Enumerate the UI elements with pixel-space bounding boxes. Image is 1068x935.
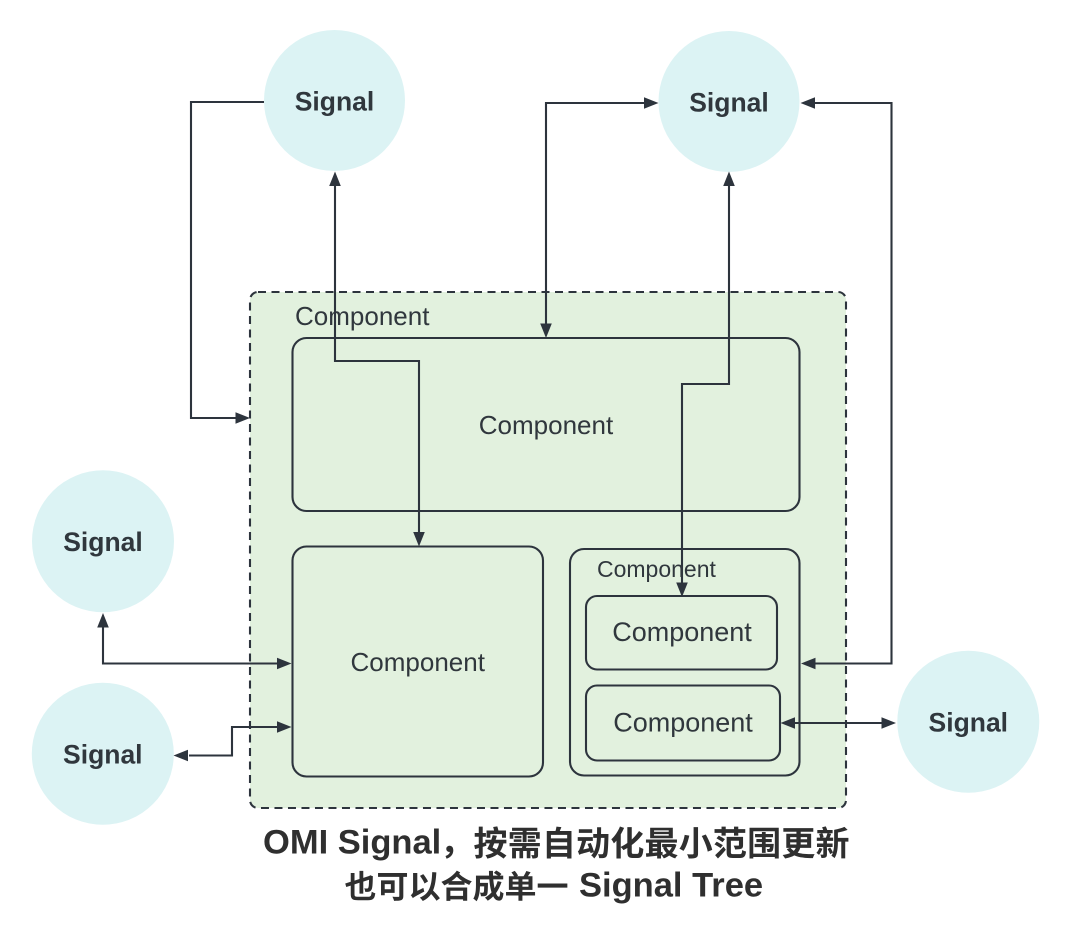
svg-text:Signal: Signal — [63, 740, 143, 770]
svg-text:Signal: Signal — [295, 86, 375, 116]
svg-text:Component: Component — [351, 647, 486, 677]
svg-text:Signal Tree: Signal Tree — [579, 867, 763, 905]
svg-text:Component: Component — [613, 708, 753, 738]
svg-text:Component: Component — [612, 617, 752, 647]
svg-text:Signal: Signal — [689, 87, 769, 117]
svg-text:Component: Component — [597, 556, 717, 582]
svg-text:OMI Signal: OMI Signal — [263, 824, 441, 862]
svg-text:Signal: Signal — [63, 527, 143, 557]
svg-text:Signal: Signal — [929, 708, 1009, 738]
svg-text:Component: Component — [479, 410, 614, 440]
svg-text:Component: Component — [295, 301, 430, 331]
